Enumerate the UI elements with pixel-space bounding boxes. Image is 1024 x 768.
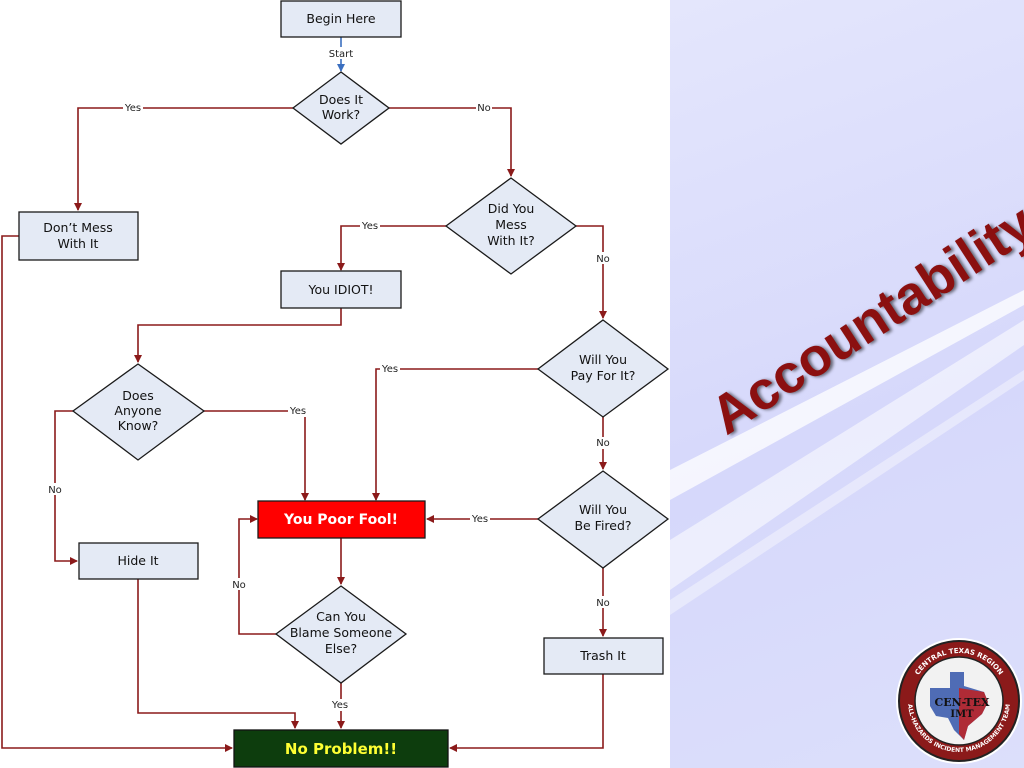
svg-text:Did You: Did You [488, 201, 535, 216]
svg-text:Will You: Will You [579, 502, 627, 517]
label-no: No [596, 438, 610, 449]
svg-text:IMT: IMT [950, 709, 974, 720]
edge-mess-yes [337, 225, 446, 271]
edge-pay-yes [372, 368, 538, 501]
node-hide-it: Hide It [78, 542, 199, 580]
cen-tex-imt-logo: CEN-TEX IMT CENTRAL TEXAS REGION ALL-HAZ… [896, 638, 1022, 764]
svg-text:CEN-TEX: CEN-TEX [934, 696, 990, 709]
svg-text:With It?: With It? [487, 233, 535, 248]
label-yes: Yes [289, 406, 306, 417]
node-will-you-pay: Will You Pay For It? [536, 319, 670, 418]
svg-text:Anyone: Anyone [114, 403, 161, 418]
svg-text:Trash It: Trash It [579, 648, 626, 663]
node-can-you-blame: Can You Blame Someone Else? [274, 585, 408, 684]
label-no: No [596, 254, 610, 265]
node-does-it-work: Does It Work? [291, 71, 391, 145]
start-label: Start [329, 49, 354, 60]
svg-text:Know?: Know? [118, 418, 159, 433]
svg-text:Hide It: Hide It [117, 553, 158, 568]
label-no: No [48, 485, 62, 496]
label-yes: Yes [471, 514, 488, 525]
label-no: No [596, 598, 610, 609]
label-no: No [477, 103, 491, 114]
edge-blame-no [238, 515, 276, 635]
edge-trash-down [449, 674, 604, 752]
svg-text:You IDIOT!: You IDIOT! [307, 282, 373, 297]
edge-work-no [389, 107, 515, 177]
edge-idiot-down [134, 308, 342, 363]
flowchart: Start Yes No Yes No Yes No Yes No Yes No… [1, 0, 670, 768]
svg-text:Don’t Mess: Don’t Mess [43, 220, 113, 235]
svg-text:Work?: Work? [322, 107, 360, 122]
edge-know-yes [204, 410, 309, 501]
node-you-idiot: You IDIOT! [280, 270, 402, 309]
edge-hide-down [137, 579, 299, 729]
node-dont-mess: Don’t Mess With It [18, 211, 139, 261]
label-yes: Yes [124, 103, 141, 114]
svg-text:Else?: Else? [325, 641, 357, 656]
node-no-problem: No Problem!! [233, 729, 449, 768]
svg-text:Be Fired?: Be Fired? [574, 518, 631, 533]
label-no: No [232, 580, 246, 591]
node-will-you-be-fired: Will You Be Fired? [536, 470, 670, 569]
svg-text:Pay For It?: Pay For It? [571, 368, 636, 383]
node-did-you-mess: Did You Mess With It? [444, 177, 578, 275]
edge-work-yes [74, 107, 293, 211]
svg-text:Blame Someone: Blame Someone [290, 625, 393, 640]
svg-text:Does It: Does It [319, 92, 363, 107]
svg-text:No Problem!!: No Problem!! [285, 740, 397, 758]
svg-text:Mess: Mess [495, 217, 527, 232]
background-streaks [670, 290, 1024, 615]
edge-labels: Start Yes No Yes No Yes No Yes No Yes No… [47, 47, 611, 711]
svg-text:Begin Here: Begin Here [306, 11, 376, 26]
node-does-anyone-know: Does Anyone Know? [71, 363, 206, 461]
node-you-poor-fool: You Poor Fool! [257, 500, 426, 539]
label-yes: Yes [331, 700, 348, 711]
svg-text:You Poor Fool!: You Poor Fool! [283, 512, 398, 528]
label-yes: Yes [381, 364, 398, 375]
edge-dontmess-down [1, 235, 233, 752]
node-trash-it: Trash It [543, 637, 664, 675]
svg-text:With It: With It [58, 236, 99, 251]
svg-text:Can You: Can You [316, 609, 366, 624]
svg-text:Will You: Will You [579, 352, 627, 367]
node-begin-here: Begin Here [280, 0, 402, 38]
label-yes: Yes [361, 221, 378, 232]
svg-text:Does: Does [122, 388, 153, 403]
edge-mess-no [576, 225, 607, 319]
